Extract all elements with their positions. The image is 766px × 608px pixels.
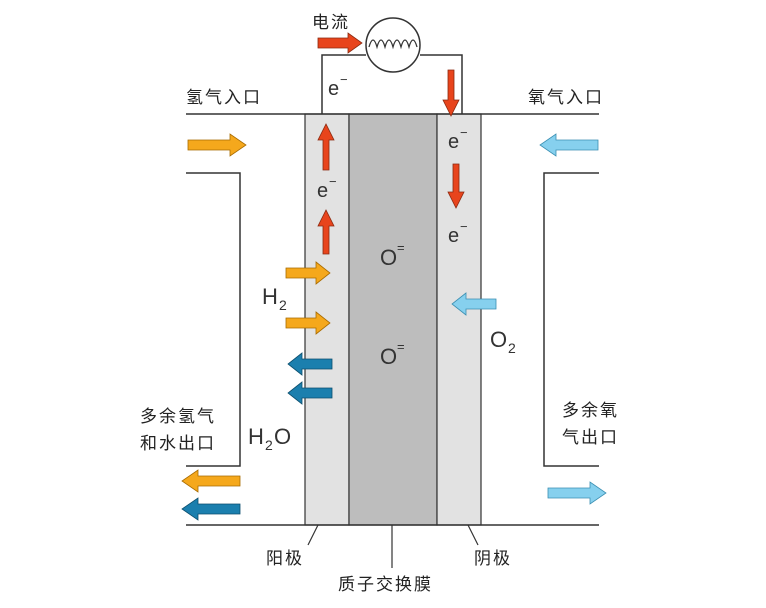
svg-text:−: − [460, 125, 468, 140]
svg-text:=: = [397, 339, 405, 354]
cathode-label: 阴极 [474, 549, 512, 569]
h2-anode-arrow-1 [285, 261, 331, 285]
o2-cathode-arrow [451, 292, 497, 316]
svg-text:O: O [274, 424, 291, 449]
svg-text:e: e [328, 78, 339, 100]
excess-h2-outlet-arrow [181, 469, 241, 493]
load-coil-icon [365, 17, 421, 73]
svg-text:O: O [380, 245, 397, 270]
excess-h2-label-line1: 多余氢气 [140, 407, 216, 427]
svg-text:2: 2 [265, 437, 273, 453]
excess-h2-label-line2: 和水出口 [140, 434, 216, 454]
external-circuit-wire-right [420, 54, 463, 114]
svg-text:e: e [448, 131, 459, 153]
membrane-layer [348, 113, 438, 526]
svg-text:O: O [490, 327, 507, 352]
electron-arrow-anode-upper [317, 123, 335, 171]
anode-label: 阳极 [266, 549, 304, 569]
electron-label-cathode-1: e − [448, 125, 468, 153]
electron-arrow-circuit-down [442, 69, 460, 117]
svg-text:e: e [448, 225, 459, 247]
left-channel-wall [186, 172, 241, 467]
svg-text:=: = [397, 240, 405, 255]
excess-o2-label-line1: 多余氧 [562, 401, 619, 421]
svg-text:2: 2 [508, 340, 516, 356]
electron-label-cathode-2: e − [448, 219, 468, 247]
o2-inlet-label: 氧气入口 [528, 88, 604, 108]
electron-arrow-anode-lower [317, 209, 335, 255]
svg-text:2: 2 [279, 297, 287, 313]
electron-arrow-cathode-down [447, 163, 465, 209]
right-channel-wall [543, 172, 599, 467]
svg-text:O: O [380, 344, 397, 369]
water-arrow-1 [287, 352, 333, 376]
svg-text:e: e [317, 180, 328, 202]
water-arrow-2 [287, 381, 333, 405]
svg-text:−: − [340, 72, 348, 87]
external-circuit-wire [321, 54, 366, 114]
water-formula-label: H 2 O [248, 424, 291, 453]
electron-label-anode: e − [317, 174, 337, 202]
current-label: 电流 [312, 13, 350, 33]
h2-inlet-label: 氢气入口 [186, 88, 262, 108]
h2-anode-arrow-2 [285, 311, 331, 335]
svg-text:−: − [460, 219, 468, 234]
electron-label-circuit: e − [328, 72, 348, 100]
o2-formula-label: O 2 [490, 327, 516, 356]
o2-inlet-arrow [539, 133, 599, 157]
membrane-label: 质子交换膜 [338, 575, 433, 595]
h2-formula-label: H 2 [262, 284, 287, 313]
h2-inlet-arrow [187, 133, 247, 157]
anode-leader [307, 524, 319, 546]
excess-o2-outlet-arrow [547, 481, 607, 505]
excess-o2-label-line2: 气出口 [562, 428, 619, 448]
water-outlet-arrow [181, 497, 241, 521]
oxide-ion-label-2: O = [380, 339, 405, 369]
cathode-leader [467, 524, 479, 546]
current-arrow [317, 32, 363, 54]
oxide-ion-label-1: O = [380, 240, 405, 270]
svg-text:H: H [248, 424, 264, 449]
svg-text:H: H [262, 284, 278, 309]
svg-text:−: − [329, 174, 337, 189]
